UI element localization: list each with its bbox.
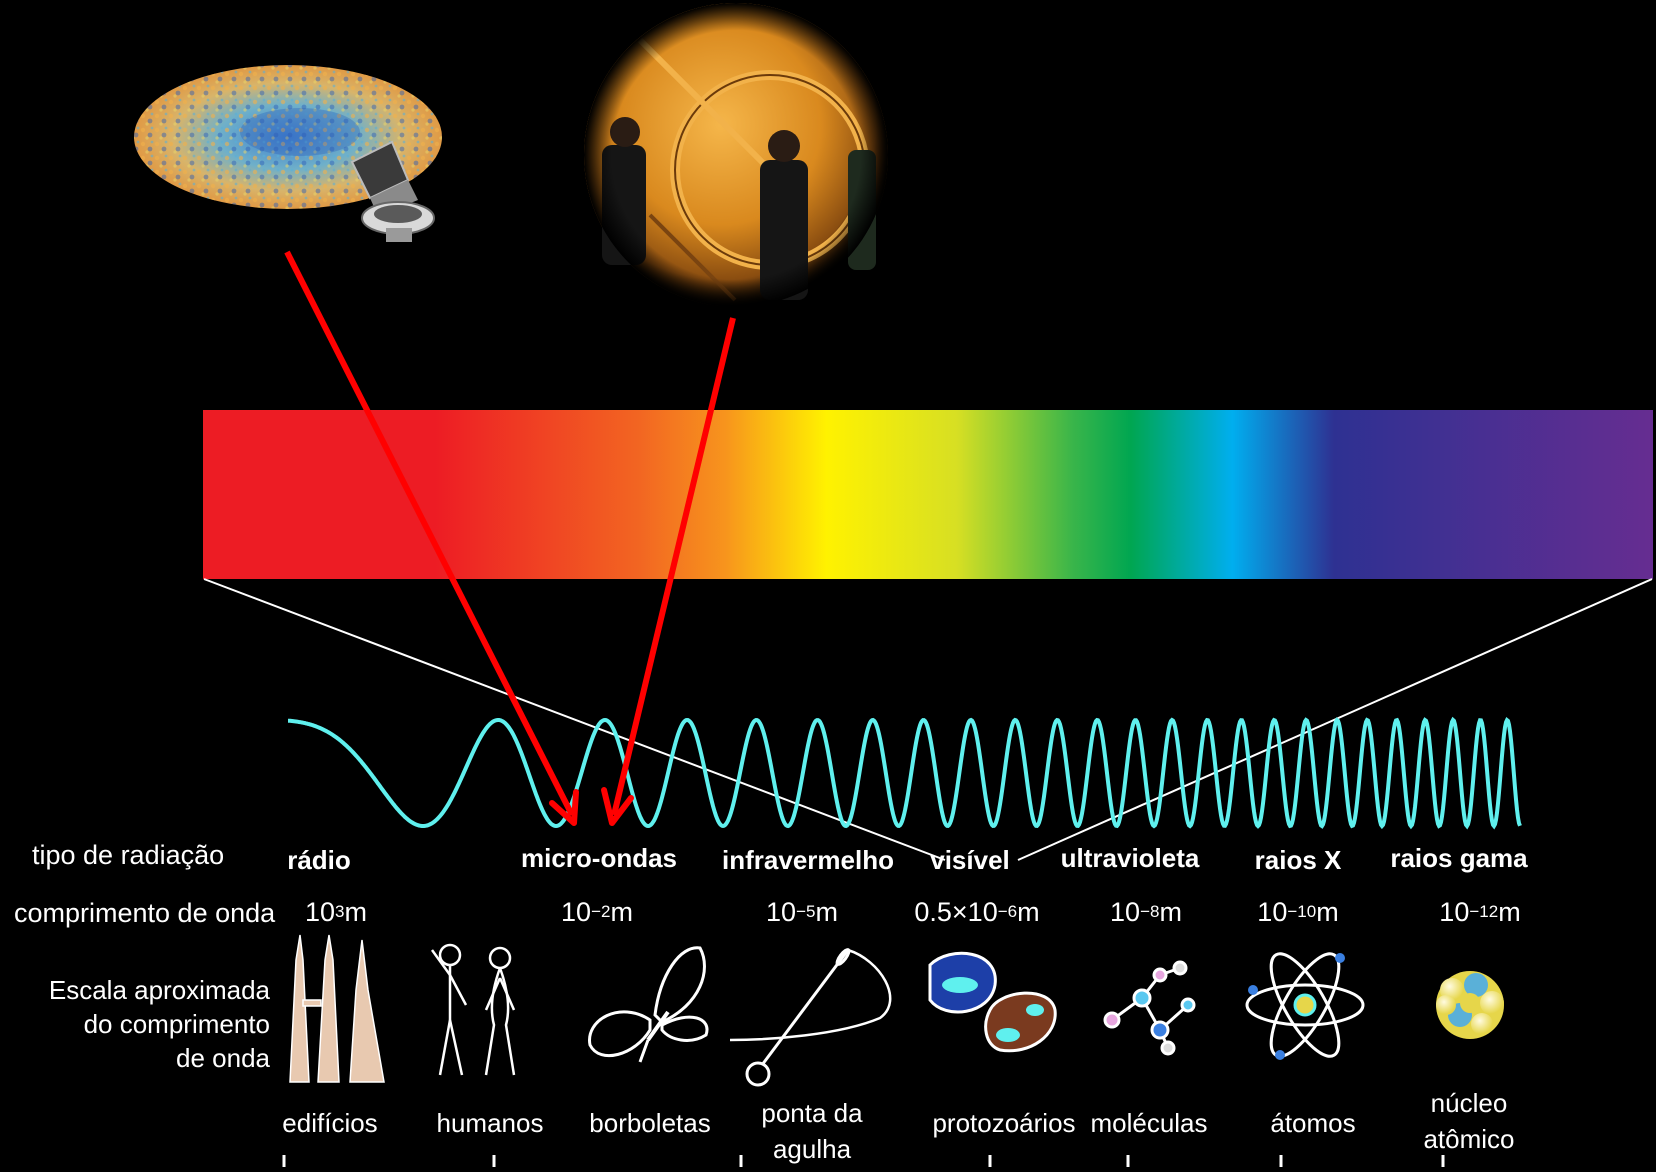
scale-object-humans: humanos: [437, 1105, 544, 1141]
molecules-icon: [1103, 960, 1196, 1056]
wavelength-exponent: −2: [591, 902, 611, 921]
wavelength-exponent: −6: [997, 902, 1018, 921]
wavelength-exponent: −8: [1140, 902, 1160, 921]
scale-object-line1: edifícios: [282, 1108, 378, 1138]
scale-object-protozoa: protozoários: [932, 1105, 1075, 1141]
wavelength-radio: 103m: [305, 897, 367, 928]
radiation-type-infrared: infravermelho: [722, 845, 894, 875]
butterfly-icon: [588, 946, 709, 1063]
wavelength-unit: m: [1159, 897, 1182, 927]
microwave-dish-antenna-photo: [584, 3, 888, 307]
radiation-type-x-rays: raios X: [1254, 845, 1342, 875]
radiation-type-ultraviolet: ultravioleta: [1060, 843, 1200, 873]
scale-object-line2: agulha: [772, 1134, 852, 1164]
wavelength-unit: m: [815, 897, 838, 927]
scale-object-line1: protozoários: [932, 1108, 1076, 1138]
wavelength-base: 10: [1110, 897, 1141, 927]
scale-object-line1: ponta da: [761, 1098, 863, 1128]
wavelength-exponent: −5: [796, 902, 816, 921]
wavelength-base: 0.5×10: [914, 897, 998, 927]
wavelength-infrared: 10−5m: [766, 897, 838, 928]
scale-object-line1: núcleo: [1430, 1088, 1508, 1118]
wavelength-base: 10: [561, 897, 592, 927]
protozoa-icon: [928, 951, 1057, 1053]
wavelength-microwaves: 10−2m: [561, 897, 633, 928]
wavelength-gamma-rays: 10−12m: [1439, 897, 1520, 928]
wavelength-exponent: −10: [1287, 902, 1317, 921]
scale-object-buildings: edifícios: [282, 1105, 377, 1141]
scale-object-line2: atômico: [1423, 1124, 1515, 1154]
buildings-icon: [289, 934, 385, 1083]
approximate-scale-label-line3: de onda: [176, 1043, 270, 1073]
wavelength-label: comprimento de onda: [14, 898, 276, 928]
scale-object-molecules: moléculas: [1090, 1105, 1207, 1141]
approximate-scale-label-line1: Escala aproximada: [48, 975, 270, 1005]
em-wave-curve: [288, 716, 1522, 830]
scale-object-needle-tip: ponta da agulha: [761, 1095, 862, 1167]
radiation-type-microwaves: micro-ondas: [520, 843, 678, 873]
visible-spectrum-bar: [203, 410, 1653, 579]
humans-icon: [430, 943, 516, 1076]
zoom-line-left: [203, 578, 946, 861]
wavelength-base: 10: [304, 897, 336, 927]
wavelength-x-rays: 10−10m: [1257, 897, 1338, 928]
scale-object-line1: humanos: [436, 1108, 544, 1138]
planck-satellite-icon: [350, 140, 435, 242]
scale-object-line1: moléculas: [1090, 1108, 1208, 1138]
scale-object-butterflies: borboletas: [589, 1105, 710, 1141]
wavelength-exponent: 3: [335, 902, 345, 921]
wavelength-unit: m: [610, 897, 633, 927]
atomic-nucleus-icon: [1436, 971, 1504, 1039]
wavelength-base: 10: [766, 897, 797, 927]
wavelength-unit: m: [1316, 897, 1339, 927]
wavelength-unit: m: [344, 897, 368, 927]
radiation-type-radio: rádio: [287, 845, 351, 875]
radiation-type-gamma-rays: raios gama: [1390, 843, 1528, 873]
scale-object-line1: borboletas: [589, 1108, 711, 1138]
scale-object-line1: átomos: [1270, 1108, 1356, 1138]
wavelength-base: 10: [1257, 897, 1288, 927]
arrow-sky-map-to-microwaves: [284, 250, 579, 826]
wavelength-base: 10: [1439, 897, 1470, 927]
wavelength-unit: m: [1017, 897, 1040, 927]
needle-tip-icon: [729, 948, 892, 1087]
wavelength-visible: 0.5×10−6m: [914, 897, 1039, 928]
approximate-scale-label: Escala aproximada do comprimento de onda: [20, 973, 270, 1075]
scale-ticks: [282, 1155, 1445, 1167]
radiation-type-label: tipo de radiação: [32, 840, 225, 870]
scale-object-atomic-nucleus: núcleo atômico: [1423, 1085, 1514, 1157]
wavelength-ultraviolet: 10−8m: [1110, 897, 1182, 928]
arrow-dish-to-microwaves: [601, 317, 736, 826]
wavelength-unit: m: [1498, 897, 1521, 927]
atom-icon: [1245, 952, 1365, 1060]
wavelength-exponent: −12: [1469, 902, 1499, 921]
radiation-type-visible: visível: [930, 845, 1010, 875]
approximate-scale-label-line2: do comprimento: [83, 1009, 270, 1039]
scale-object-atoms: átomos: [1270, 1105, 1355, 1141]
